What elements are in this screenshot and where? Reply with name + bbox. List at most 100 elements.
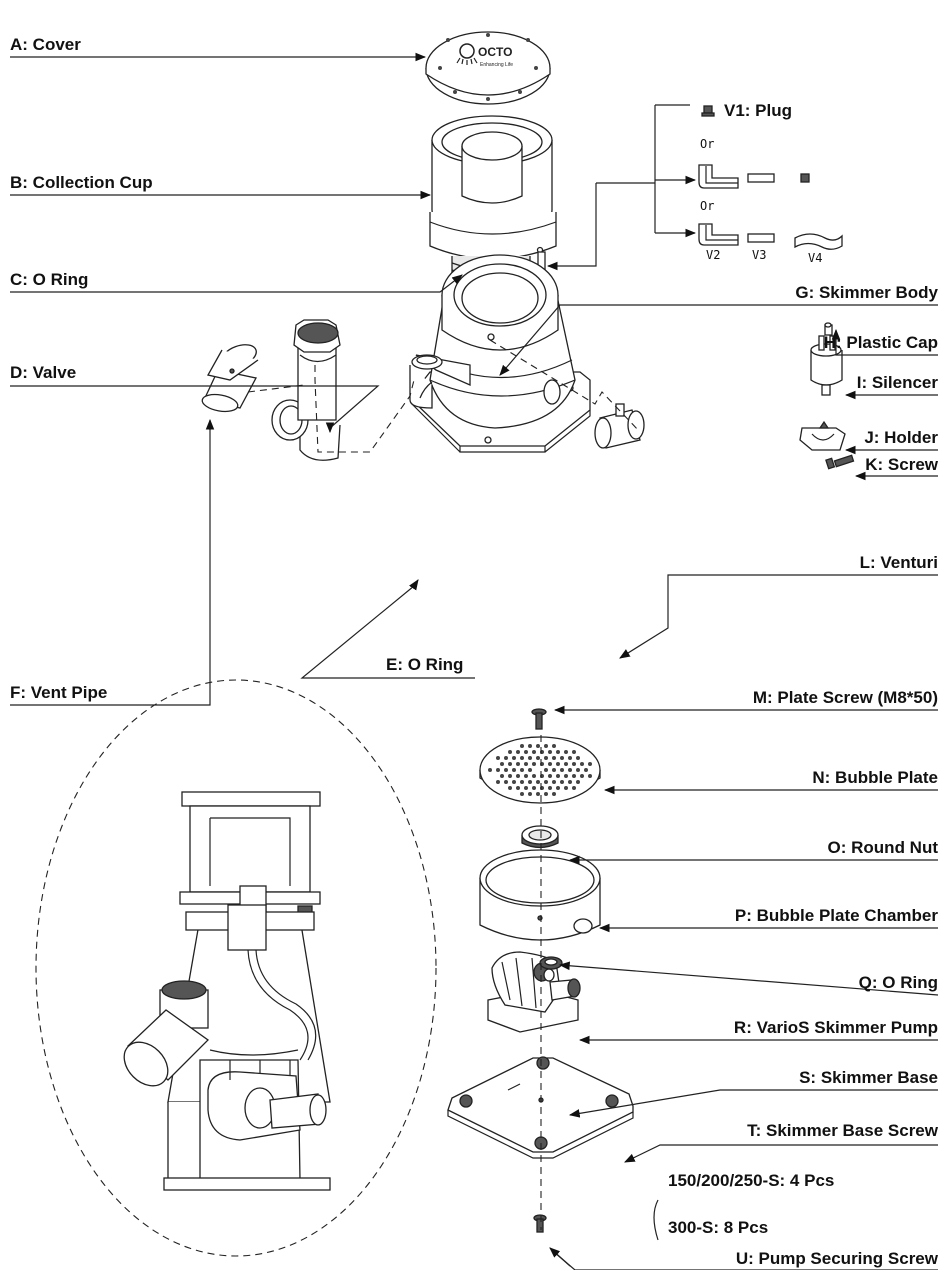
part-silencer	[810, 335, 843, 396]
part-outlet-tee	[409, 354, 471, 409]
bubble-plate-hole	[512, 768, 516, 772]
bubble-plate-hole	[504, 780, 508, 784]
bubble-plate-hole	[508, 750, 512, 754]
bubble-plate-hole	[560, 780, 564, 784]
bubble-plate-hole	[552, 780, 556, 784]
assembly-guides	[247, 339, 641, 1230]
bubble-plate-hole	[588, 762, 592, 766]
bubble-plate-hole	[552, 768, 556, 772]
bubble-plate-hole	[564, 750, 568, 754]
part-skimmer-pump	[487, 951, 581, 1033]
bubble-plate-hole	[496, 756, 500, 760]
bubble-plate-hole	[556, 786, 560, 790]
bubble-plate-hole	[524, 786, 528, 790]
label-or-2: Or	[700, 199, 714, 213]
bubble-plate-hole	[544, 756, 548, 760]
bubble-plate-hole	[544, 792, 548, 796]
label-bubble-plate-chamber: P: Bubble Plate Chamber	[735, 906, 938, 925]
bubble-plate-hole	[520, 744, 524, 748]
part-v4-hose	[794, 233, 843, 250]
bubble-plate-hole	[572, 750, 576, 754]
bubble-plate-hole	[580, 762, 584, 766]
part-valve	[271, 319, 341, 461]
bubble-plate-hole	[520, 756, 524, 760]
part-bubble-plate-chamber	[479, 849, 601, 941]
label-v1-plug: V1: Plug	[724, 101, 792, 120]
part-venturi	[594, 403, 645, 449]
bubble-plate-hole	[576, 780, 580, 784]
label-silencer: I: Silencer	[857, 373, 939, 392]
part-v2-elbow-1	[698, 164, 739, 189]
bubble-plate-hole	[572, 762, 576, 766]
part-pump-securing-screw	[533, 1214, 547, 1233]
assembled-view	[35, 679, 437, 1257]
part-screw-k	[825, 454, 855, 470]
label-screw-k: K: Screw	[865, 455, 939, 474]
bubble-plate-hole	[564, 774, 568, 778]
bubble-plate-hole	[488, 768, 492, 772]
label-skimmer-pump: R: VarioS Skimmer Pump	[734, 1018, 938, 1037]
part-bubble-plate	[479, 736, 601, 804]
part-v2-elbow-2	[698, 223, 739, 246]
label-screw-count-1: 150/200/250-S: 4 Pcs	[668, 1171, 834, 1190]
part-v3-tube-2	[747, 233, 775, 243]
bubble-plate-hole	[536, 744, 540, 748]
bubble-plate-hole	[568, 756, 572, 760]
label-skimmer-base: S: Skimmer Base	[799, 1068, 938, 1087]
bubble-plate-hole	[548, 774, 552, 778]
bubble-plate-hole	[588, 774, 592, 778]
bubble-plate-hole	[516, 762, 520, 766]
label-holder: J: Holder	[864, 428, 938, 447]
label-bubble-plate: N: Bubble Plate	[812, 768, 938, 787]
bubble-plate-hole	[544, 768, 548, 772]
part-plate-screw	[531, 708, 547, 730]
bubble-plate-hole	[532, 762, 536, 766]
label-collection-cup: B: Collection Cup	[10, 173, 153, 192]
bubble-plate-hole	[548, 750, 552, 754]
bubble-plate-hole	[556, 774, 560, 778]
bubble-plate-hole	[528, 780, 532, 784]
part-v1-plug	[701, 105, 715, 117]
part-skimmer-base	[447, 1057, 634, 1159]
bubble-plate-hole	[516, 786, 520, 790]
bubble-plate-hole	[504, 756, 508, 760]
bubble-plate-hole	[524, 774, 528, 778]
bubble-plate-hole	[544, 780, 548, 784]
labels: A: Cover B: Collection Cup C: O Ring V1:…	[10, 35, 939, 1268]
bubble-plate-hole	[576, 768, 580, 772]
octo-logo: OCTO Enhancing Life	[456, 43, 513, 68]
bubble-plate-hole	[560, 768, 564, 772]
bubble-plate-hole	[568, 780, 572, 784]
bubble-plate-hole	[536, 780, 540, 784]
bubble-plate-hole	[528, 792, 532, 796]
bubble-plate-hole	[584, 768, 588, 772]
bubble-plate-hole	[496, 780, 500, 784]
label-v4: V4	[808, 251, 822, 265]
label-skimmer-body: G: Skimmer Body	[795, 283, 938, 302]
label-o-ring-c: C: O Ring	[10, 270, 88, 289]
bubble-plate-hole	[544, 744, 548, 748]
bubble-plate-hole	[520, 768, 524, 772]
part-v1-plug-alt	[800, 173, 810, 183]
label-plate-screw: M: Plate Screw (M8*50)	[753, 688, 938, 707]
bubble-plate-hole	[548, 762, 552, 766]
part-round-nut	[521, 825, 559, 849]
leader-lines	[10, 52, 939, 1270]
bubble-plate-hole	[516, 774, 520, 778]
bubble-plate-hole	[564, 786, 568, 790]
label-o-ring-e: E: O Ring	[386, 655, 463, 674]
bubble-plate-hole	[556, 762, 560, 766]
bubble-plate-hole	[528, 744, 532, 748]
bubble-plate-hole	[520, 792, 524, 796]
bubble-plate-hole	[528, 756, 532, 760]
bubble-plate-hole	[536, 792, 540, 796]
label-pump-securing-screw: U: Pump Securing Screw	[736, 1249, 939, 1268]
bubble-plate-hole	[536, 756, 540, 760]
bubble-plate-hole	[568, 768, 572, 772]
part-collection-cup	[429, 115, 557, 273]
bubble-plate-hole	[524, 750, 528, 754]
label-v2: V2	[706, 248, 720, 262]
part-skimmer-body	[411, 254, 591, 453]
bubble-plate-hole	[548, 786, 552, 790]
